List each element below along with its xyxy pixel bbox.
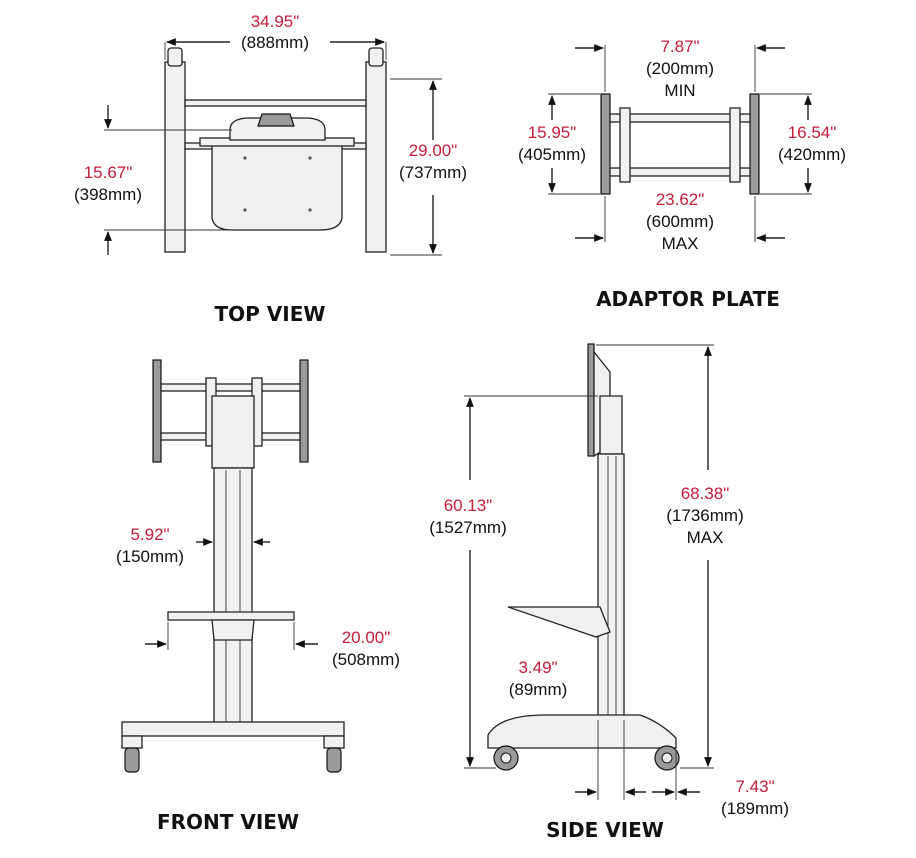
front-left-rail [152,359,162,463]
side-column-in: 3.49" [518,658,557,677]
side-view-title: SIDE VIEW [546,818,664,842]
top-width-in: 34.95" [251,12,300,31]
side-base-mm: (189mm) [721,799,789,818]
front-column [213,467,253,729]
front-shelf-mm: (508mm) [332,650,400,669]
front-right-wheel [326,747,342,773]
adaptor-plate: 7.87" (200mm) MIN 23.62" (600mm) MAX 15.… [518,37,846,311]
side-base [487,714,677,749]
top-view-title: TOP VIEW [215,302,326,326]
top-right-post [365,61,387,253]
top-view: 34.95" (888mm) 29.00" (737mm) 15.67" (39… [74,12,467,326]
adaptor-left-in: 15.95" [528,123,577,142]
side-column [597,453,625,721]
top-shelf-mm: (398mm) [74,185,142,204]
front-base [121,721,345,737]
adaptor-max-note: MAX [662,234,699,253]
front-shelf-in: 20.00" [342,628,391,647]
side-plate [587,343,595,457]
front-view: 5.92" (150mm) 20.00" (508mm) FRONT VIEW [116,359,400,834]
side-height-in: 60.13" [444,496,493,515]
front-column-in: 5.92" [130,525,169,544]
top-width-mm: (888mm) [241,33,309,52]
side-column-mm: (89mm) [509,680,568,699]
adaptor-left-rail [600,93,611,195]
adaptor-min-note: MIN [664,81,695,100]
adaptor-max-mm: (600mm) [646,212,714,231]
adaptor-right-in: 16.54" [788,123,837,142]
side-max-mm: (1736mm) [666,506,743,525]
front-column-mm: (150mm) [116,547,184,566]
adaptor-right-mm: (420mm) [778,145,846,164]
top-depth-mm: (737mm) [399,163,467,182]
front-left-wheel [124,747,140,773]
adaptor-min-mm: (200mm) [646,59,714,78]
adaptor-plate-title: ADAPTOR PLATE [596,287,780,311]
front-view-title: FRONT VIEW [157,810,299,834]
front-shelf [167,611,295,621]
side-height-mm: (1527mm) [429,518,506,537]
side-base-in: 7.43" [735,777,774,796]
top-shelf [211,139,343,231]
side-max-in: 68.38" [681,484,730,503]
top-left-post [164,61,186,253]
top-depth-in: 29.00" [409,141,458,160]
side-max-note: MAX [687,528,724,547]
side-shelf [507,606,611,638]
front-right-rail [299,359,309,463]
adaptor-right-rail [749,93,760,195]
top-shelf-in: 15.67" [84,163,133,182]
adaptor-left-mm: (405mm) [518,145,586,164]
adaptor-min-in: 7.87" [660,37,699,56]
side-view: 60.13" (1527mm) 68.38" (1736mm) MAX 3.49… [429,343,789,842]
adaptor-max-in: 23.62" [656,190,705,209]
